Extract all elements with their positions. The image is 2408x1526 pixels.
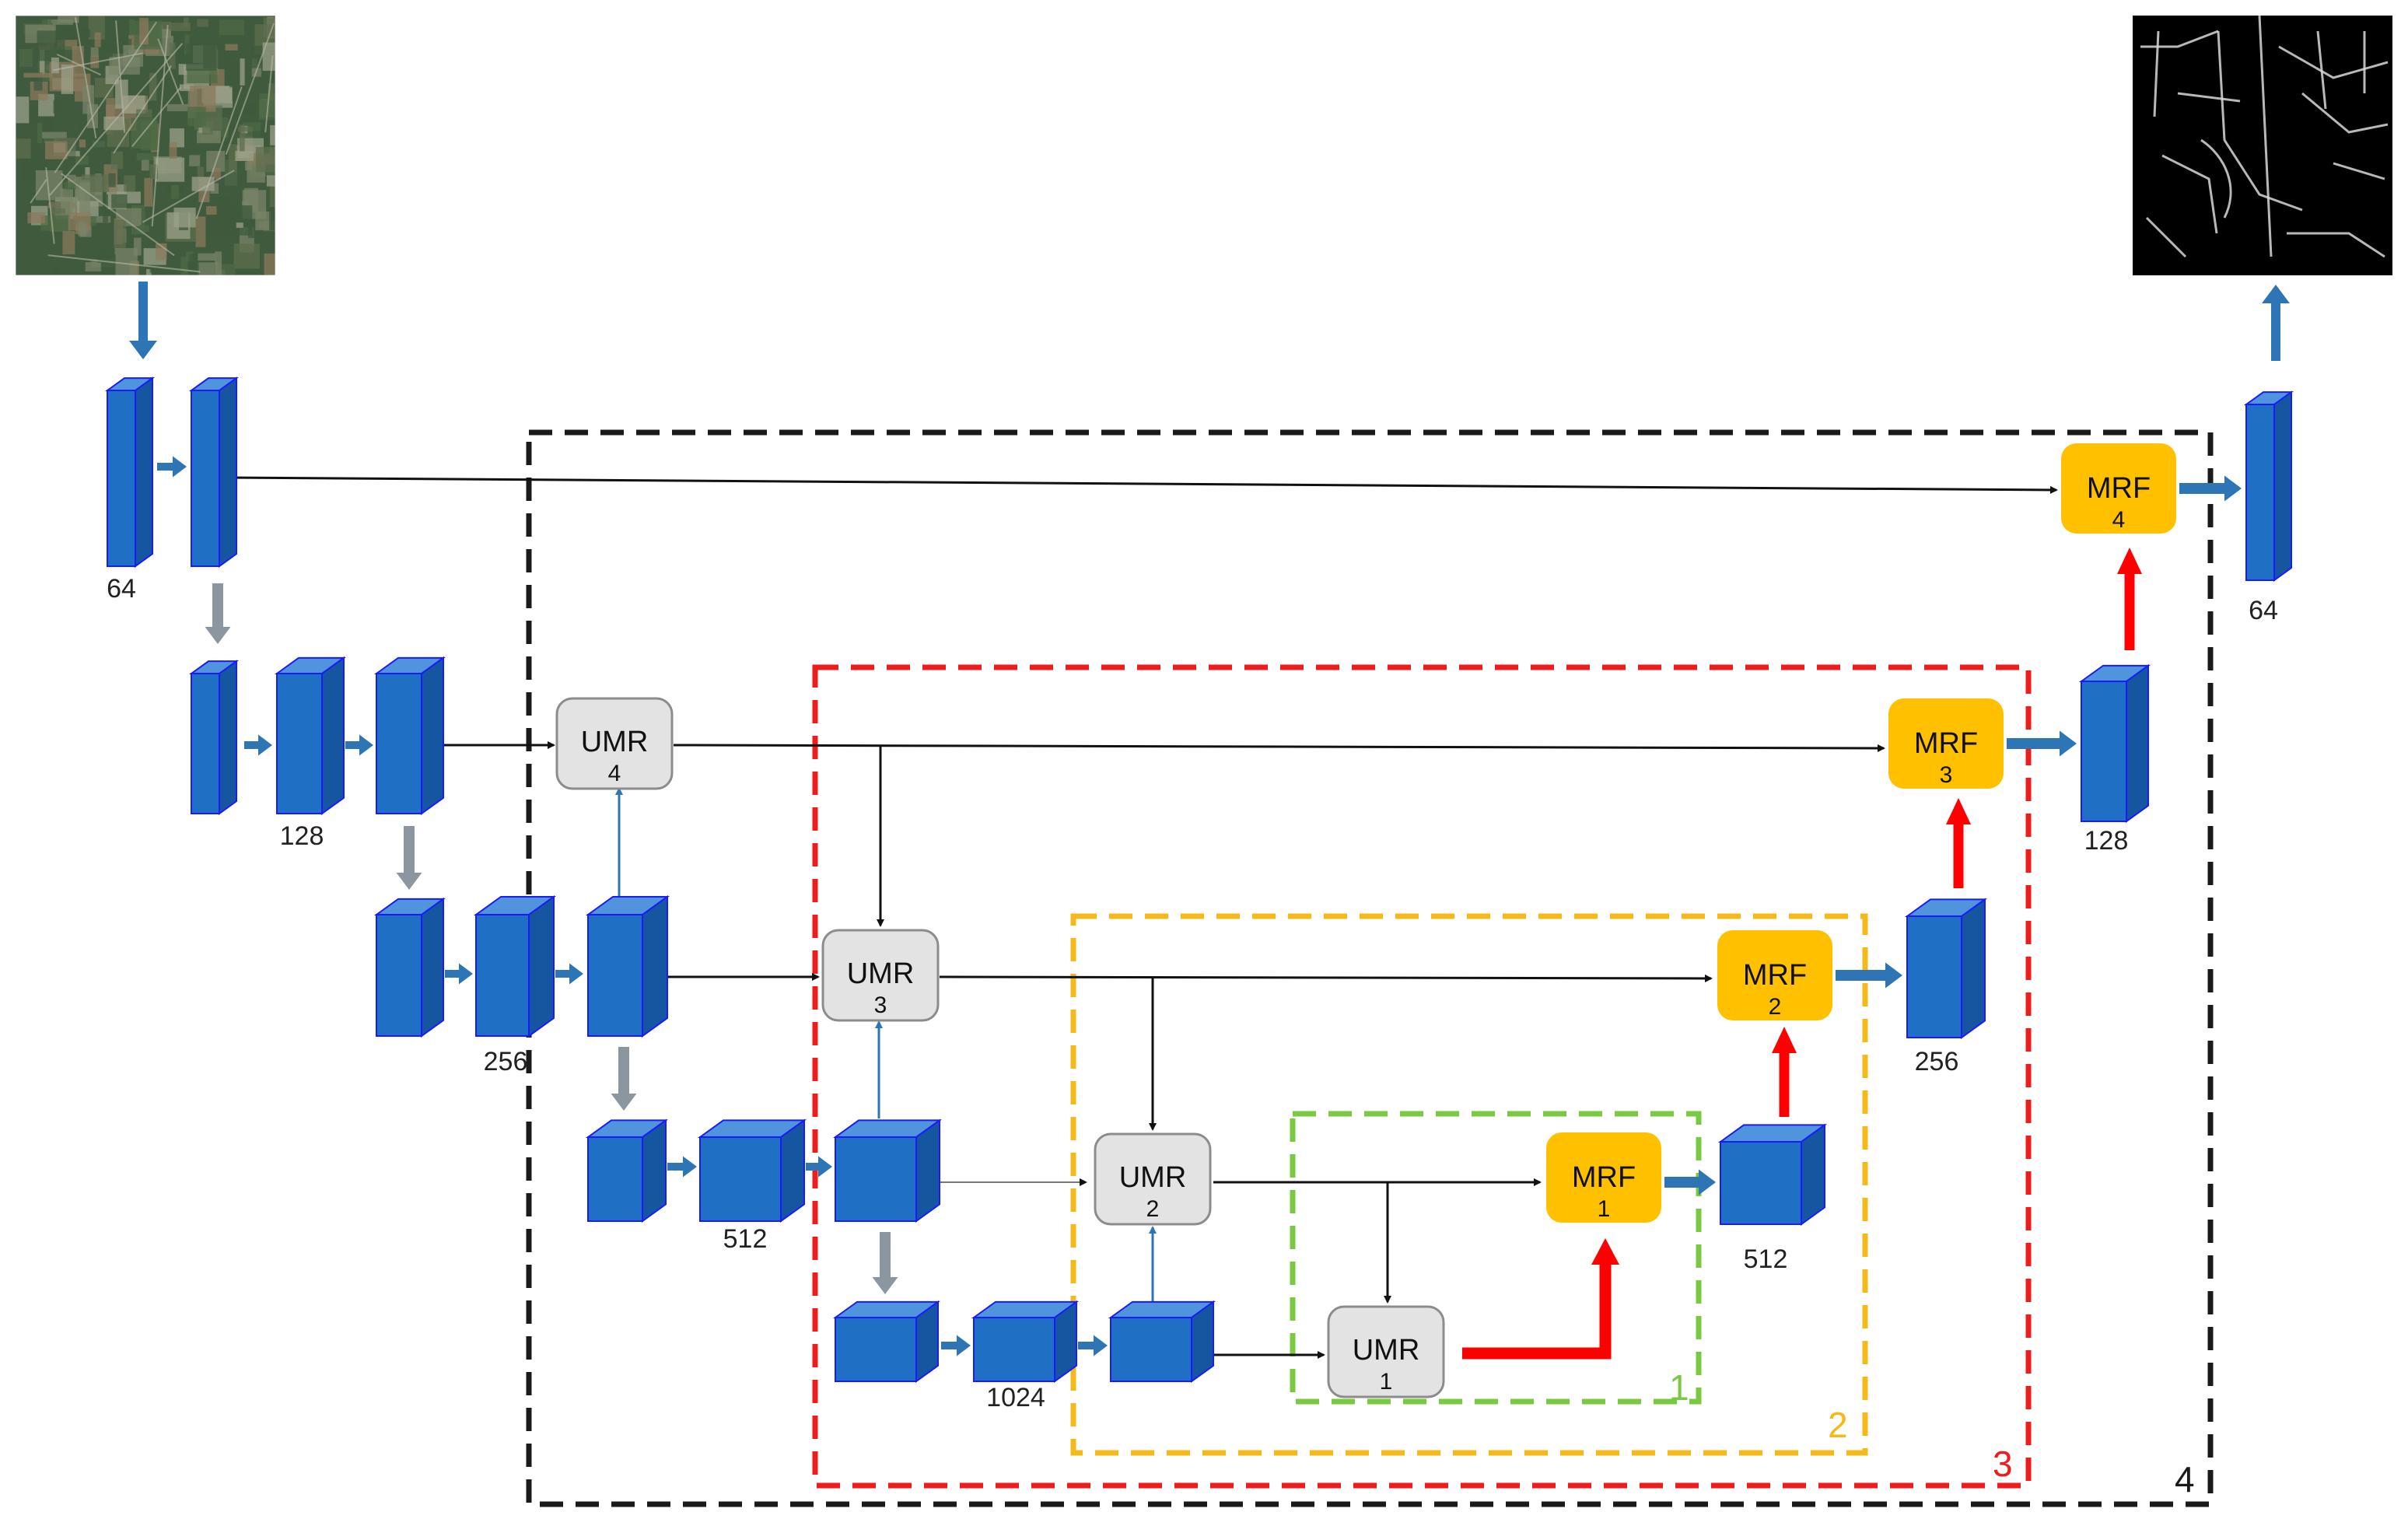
channel-label-64-decoder: 64 xyxy=(2249,596,2278,625)
mrf-1-name: MRF xyxy=(1572,1161,1636,1194)
enc512-conv-arrow-a xyxy=(667,1156,697,1178)
region-4-label: 4 xyxy=(2175,1459,2195,1500)
bottleneck-block-c xyxy=(1108,1300,1216,1383)
pool-arrow-256 xyxy=(611,1047,637,1111)
mrf-4-index: 4 xyxy=(2112,507,2126,533)
umr-module-3: UMR 3 xyxy=(821,929,940,1022)
enc128-conv-arrow-b xyxy=(345,734,373,756)
enc64-conv-arrow xyxy=(157,456,187,478)
channel-labels: 64 128 256 512 1024 512 256 128 64 xyxy=(107,574,2278,1412)
enc512-block-a xyxy=(585,1118,669,1223)
flow-arrows xyxy=(129,282,2290,1356)
enc128-block-b xyxy=(274,656,347,815)
region-2-label: 2 xyxy=(1828,1405,1848,1445)
channel-label-64-encoder: 64 xyxy=(107,574,136,604)
enc256-conv-arrow-b xyxy=(555,963,583,985)
umr-4-name: UMR xyxy=(581,726,649,758)
mrf-3-name: MRF xyxy=(1914,727,1978,760)
mrf1-to-dec512-arrow xyxy=(1664,1169,1716,1195)
mrf-module-4: MRF 4 xyxy=(2061,443,2176,534)
enc256-block-b xyxy=(473,895,557,1038)
enc256-block-c xyxy=(585,895,670,1038)
dec64-block xyxy=(2243,390,2294,582)
output-up-arrow xyxy=(2262,285,2290,361)
enc128-conv-arrow-a xyxy=(244,734,272,756)
skip-line-64 xyxy=(223,476,2058,494)
bottleneck-conv-arrow-a xyxy=(941,1335,971,1356)
umr-3-index: 3 xyxy=(874,992,887,1018)
dec128-block xyxy=(2078,663,2151,823)
mrf-2-name: MRF xyxy=(1743,959,1807,992)
umr-1-index: 1 xyxy=(1380,1369,1393,1395)
satellite-input-image xyxy=(16,16,275,275)
input-down-arrow xyxy=(129,282,157,359)
pool-arrow-512 xyxy=(872,1232,898,1294)
channel-label-128-encoder: 128 xyxy=(280,821,324,851)
mrf-module-2: MRF 2 xyxy=(1717,930,1832,1020)
dec512-block xyxy=(1717,1123,1828,1226)
pool-arrow-128 xyxy=(396,826,422,890)
skip-connections xyxy=(223,476,2058,1359)
region-4-box xyxy=(526,429,2214,1507)
enc128-block-c xyxy=(373,656,446,815)
umr-module-2: UMR 2 xyxy=(1094,1132,1212,1226)
umr-4-index: 4 xyxy=(608,761,621,786)
road-segmentation-output xyxy=(2133,15,2392,275)
mrf2-to-dec256-arrow xyxy=(1836,962,1902,989)
mrf-module-1: MRF 1 xyxy=(1546,1132,1661,1223)
channel-label-128-decoder: 128 xyxy=(2084,826,2129,856)
mrf-1-index: 1 xyxy=(1598,1196,1611,1222)
enc512-block-b xyxy=(697,1118,807,1223)
enc64-block-b xyxy=(188,376,240,568)
upsample-arrows xyxy=(1462,548,2142,1360)
skip-line-256-out xyxy=(939,974,1713,982)
channel-label-256-encoder: 256 xyxy=(484,1047,528,1076)
channel-label-512-decoder: 512 xyxy=(1744,1244,1788,1274)
enc512-conv-arrow-b xyxy=(806,1156,832,1178)
dec256-block xyxy=(1904,898,1988,1039)
umr1-to-mrf1-red-arrow xyxy=(1462,1258,1612,1360)
channel-label-1024: 1024 xyxy=(986,1383,1045,1412)
bottleneck-block-b xyxy=(971,1300,1080,1383)
region-1-label: 1 xyxy=(1669,1367,1689,1408)
feature-blocks xyxy=(104,376,2294,1383)
umr-2-name: UMR xyxy=(1119,1161,1187,1194)
region-3-label: 3 xyxy=(1993,1444,2013,1484)
mrf4-to-dec64-arrow xyxy=(2179,475,2242,502)
umr-3-name: UMR xyxy=(847,957,915,990)
enc256-conv-arrow-a xyxy=(445,963,473,985)
bottleneck-block-a xyxy=(832,1300,941,1383)
mrf-3-index: 3 xyxy=(1940,762,1953,788)
mrf-module-3: MRF 3 xyxy=(1888,698,2004,789)
umr-2-index: 2 xyxy=(1146,1196,1160,1222)
umr-module-1: UMR 1 xyxy=(1327,1305,1445,1398)
region-2-box xyxy=(1070,913,1868,1456)
pool-arrow-64 xyxy=(205,583,231,644)
enc64-block-a xyxy=(104,376,156,568)
channel-label-512-encoder: 512 xyxy=(723,1224,768,1254)
mrf-2-index: 2 xyxy=(1769,994,1782,1020)
enc512-block-c xyxy=(832,1118,943,1223)
mrf3-to-dec128-arrow xyxy=(2007,730,2077,757)
umr-module-4: UMR 4 xyxy=(555,697,674,790)
skip-line-128-out xyxy=(673,744,1885,752)
bottleneck-conv-arrow-b xyxy=(1078,1335,1108,1356)
umr-1-name: UMR xyxy=(1353,1334,1420,1367)
enc256-block-a xyxy=(373,897,446,1038)
mrf-4-name: MRF xyxy=(2087,472,2151,505)
region-3-box xyxy=(812,664,2032,1489)
region-1-box xyxy=(1290,1111,1702,1405)
enc128-block-a xyxy=(188,660,240,815)
channel-label-256-decoder: 256 xyxy=(1915,1047,1959,1076)
